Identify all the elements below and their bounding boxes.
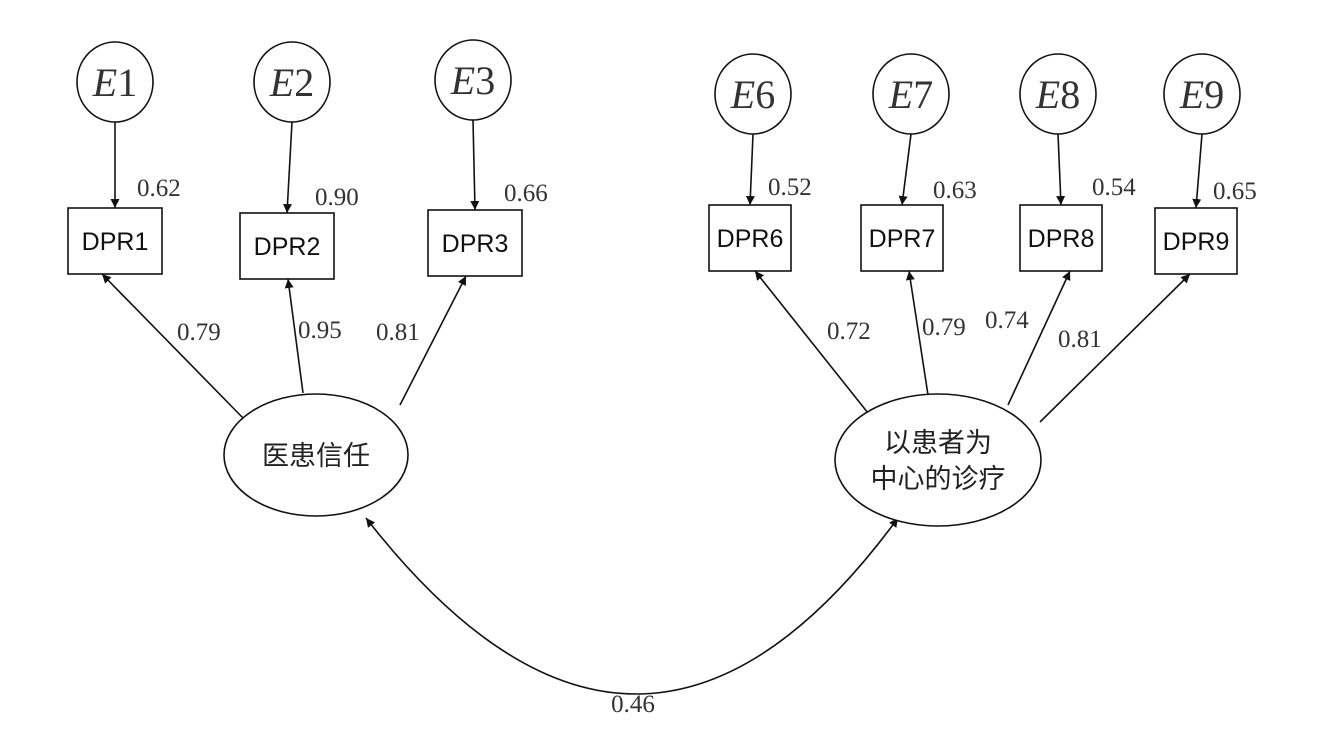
- error-node: [1019, 53, 1097, 135]
- latent-label: 中心的诊疗: [871, 464, 1006, 495]
- error-label: E8: [1035, 72, 1080, 117]
- loading-arrow: [399, 275, 467, 406]
- indicator-label: DPR7: [869, 225, 936, 253]
- latent-label: 医患信任: [262, 441, 370, 472]
- error-number: 6: [755, 72, 775, 117]
- error-arrow: [1192, 133, 1203, 209]
- error-coefficient: 0.65: [1213, 178, 1257, 205]
- error-label: E2: [269, 60, 314, 105]
- loading-coefficient: 0.81: [1058, 326, 1102, 353]
- indicator-box: [427, 209, 523, 277]
- indicator-label: DPR9: [1163, 228, 1230, 256]
- indicator-box: [860, 204, 944, 272]
- loading-coefficient: 0.79: [177, 319, 221, 346]
- error-arrow: [283, 121, 293, 214]
- error-letter: E: [1179, 72, 1204, 117]
- error-label: E6: [730, 72, 775, 117]
- loading-coefficient: 0.95: [298, 317, 342, 344]
- indicator-label: DPR2: [254, 233, 321, 261]
- indicator-box: [708, 204, 792, 272]
- loading-coefficient: 0.79: [922, 314, 966, 341]
- loading-arrow: [1039, 273, 1191, 423]
- error-number: 3: [475, 58, 495, 103]
- error-label: E1: [92, 60, 137, 105]
- error-arrow: [898, 133, 912, 206]
- error-number: 2: [294, 60, 314, 105]
- indicator-box: [1154, 207, 1238, 275]
- error-node: [872, 53, 950, 135]
- loading-arrow: [754, 270, 869, 414]
- error-coefficient: 0.66: [504, 180, 548, 207]
- error-number: 1: [117, 60, 137, 105]
- loading-arrow: [1007, 270, 1071, 406]
- error-letter: E: [92, 60, 117, 105]
- error-coefficient: 0.62: [137, 175, 181, 202]
- loading-coefficient: 0.74: [985, 307, 1029, 334]
- indicator-label: DPR1: [82, 228, 149, 256]
- error-coefficient: 0.54: [1092, 174, 1136, 201]
- latent-L2: [834, 393, 1042, 527]
- error-letter: E: [730, 72, 755, 117]
- error-coefficient: 0.52: [768, 174, 812, 201]
- correlation-arrow: [365, 517, 899, 695]
- error-node: [253, 41, 331, 123]
- indicator-box: [239, 212, 335, 280]
- error-letter: E: [1035, 72, 1060, 117]
- loading-arrow: [284, 278, 304, 394]
- error-letter: E: [269, 60, 294, 105]
- error-label: E3: [450, 58, 495, 103]
- error-number: 7: [913, 72, 933, 117]
- error-arrow: [1056, 133, 1066, 206]
- indicator-box: [1019, 204, 1103, 272]
- error-letter: E: [888, 72, 913, 117]
- error-node: [714, 53, 792, 135]
- error-label: E9: [1179, 72, 1224, 117]
- latent-label: 以患者为: [884, 428, 992, 459]
- loading-arrow: [101, 273, 244, 419]
- loading-coefficient: 0.81: [376, 319, 420, 346]
- error-label: E7: [888, 72, 933, 117]
- correlation-coefficient: 0.46: [611, 691, 655, 718]
- error-arrow: [470, 119, 480, 211]
- error-node: [76, 41, 154, 123]
- loading-arrow: [905, 270, 929, 396]
- latent-L1: [223, 393, 409, 517]
- error-arrow: [745, 133, 755, 206]
- indicator-label: DPR3: [442, 230, 509, 258]
- error-coefficient: 0.90: [315, 184, 359, 211]
- error-node: [1163, 53, 1241, 135]
- error-number: 9: [1204, 72, 1224, 117]
- indicator-label: DPR8: [1028, 225, 1095, 253]
- loading-coefficient: 0.72: [827, 318, 871, 345]
- error-letter: E: [450, 58, 475, 103]
- indicator-box: [67, 207, 163, 275]
- error-coefficient: 0.63: [933, 177, 977, 204]
- error-number: 8: [1060, 72, 1080, 117]
- error-node: [434, 39, 512, 121]
- indicator-label: DPR6: [717, 225, 784, 253]
